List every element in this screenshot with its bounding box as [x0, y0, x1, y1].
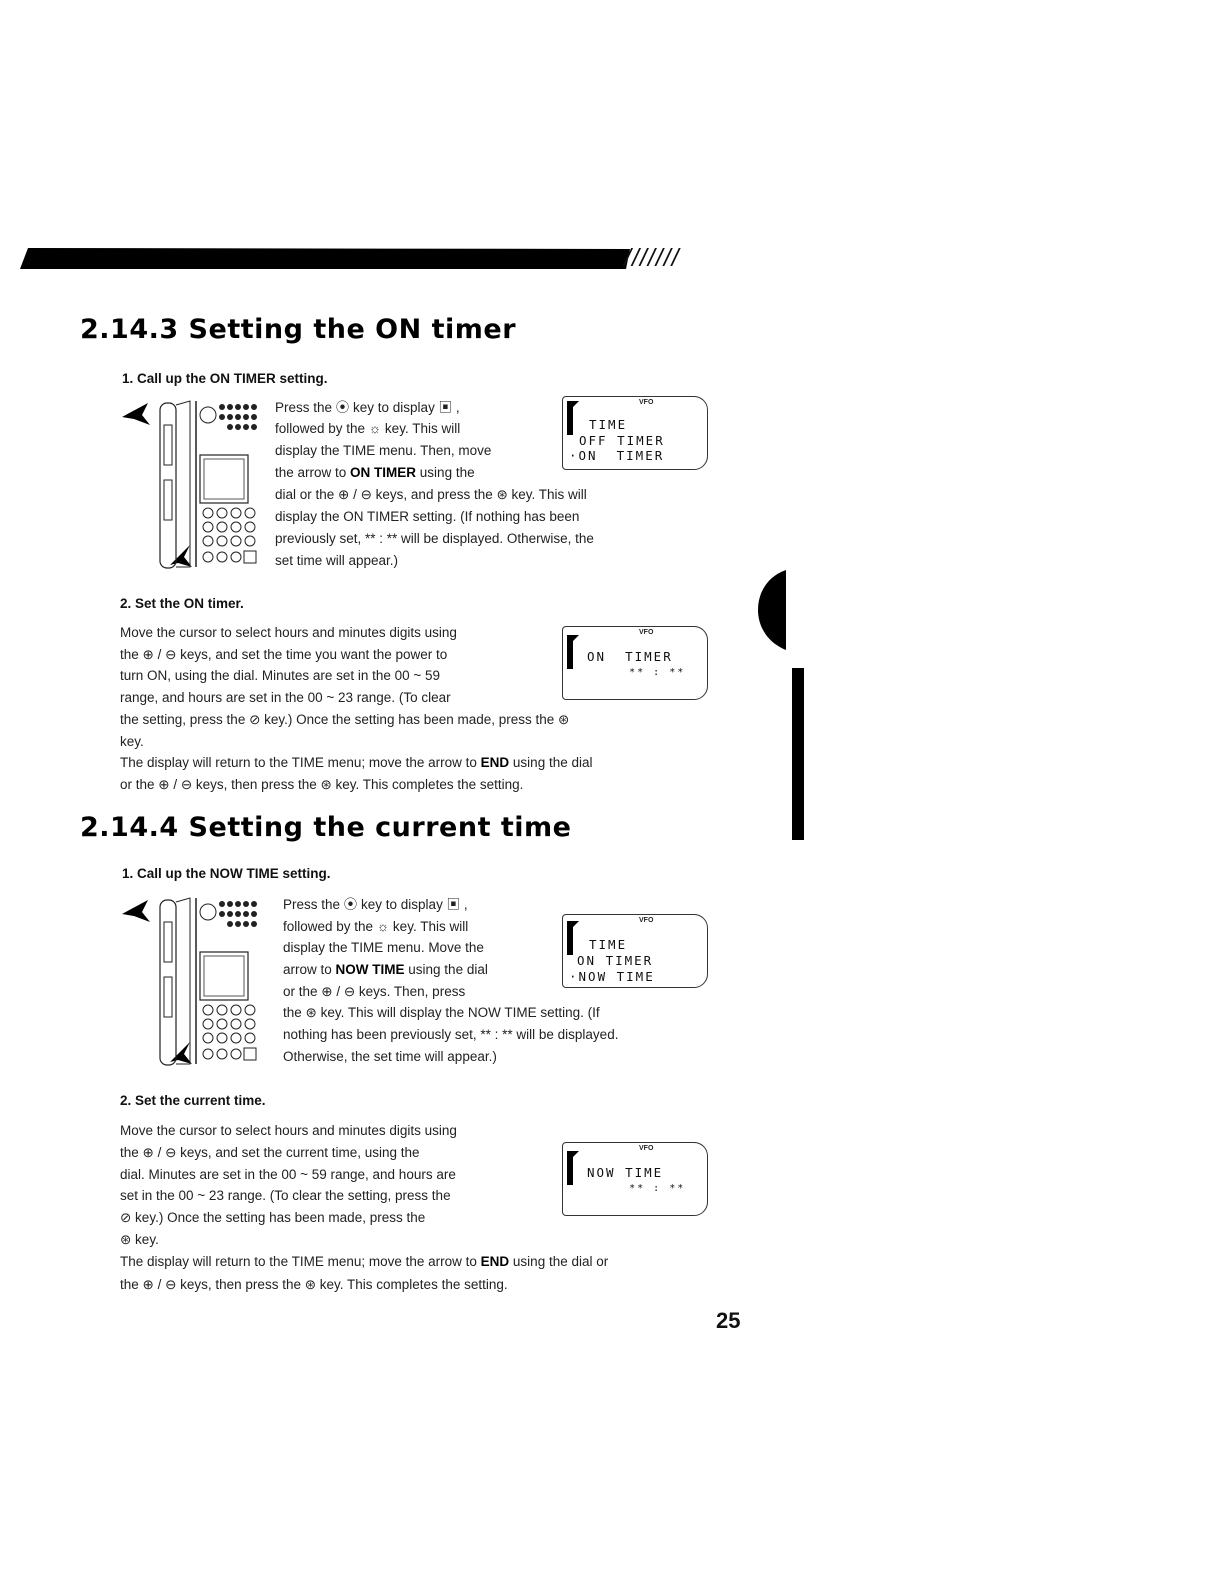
bold-term: END: [480, 1254, 510, 1269]
paragraph-line: The display will return to the TIME menu…: [120, 755, 593, 770]
bold-term: ON TIMER: [350, 465, 417, 480]
step-title: 2. Set the ON timer.: [120, 596, 244, 611]
vfo-indicator: VFO: [639, 399, 654, 406]
header-hatch: ///////: [624, 244, 680, 272]
paragraph-line: the ⊕ / ⊖ keys, then press the ⊛ key. Th…: [120, 1277, 508, 1292]
paragraph-line: range, and hours are set in the 00 ~ 23 …: [120, 690, 451, 705]
step-title: 2. Set the current time.: [120, 1093, 266, 1108]
paragraph-line: followed by the ☼ key. This will: [283, 919, 469, 934]
step-title: 1. Call up the ON TIMER setting.: [122, 371, 328, 386]
section-heading-on-timer: 2.14.3 Setting the ON timer: [80, 314, 517, 345]
paragraph-line: dial. Minutes are set in the 00 ~ 59 ran…: [120, 1167, 456, 1182]
lcd-display-on-timer: VFO ON TIMER ** : **: [562, 626, 708, 700]
paragraph-line: previously set, ** : ** will be displaye…: [275, 531, 594, 546]
scan-tab-marker: [758, 570, 788, 650]
paragraph-line: the ⊕ / ⊖ keys, and set the time you wan…: [120, 647, 448, 662]
paragraph-line: the ⊛ key. This will display the NOW TIM…: [283, 1005, 600, 1020]
lcd-line: TIME: [589, 417, 628, 432]
paragraph-line: display the ON TIMER setting. (If nothin…: [275, 509, 580, 524]
paragraph-line: display the TIME menu. Then, move: [275, 443, 492, 458]
radio-illustration: [120, 395, 260, 575]
bold-term: END: [480, 755, 510, 770]
lcd-line: ** : **: [581, 1183, 686, 1194]
paragraph-line: or the ⊕ / ⊖ keys. Then, press: [283, 984, 466, 999]
lcd-display-time-menu: VFO TIME OFF TIMER ·ON TIMER: [562, 396, 708, 470]
lcd-flag-icon: [567, 635, 579, 669]
paragraph-line: arrow to NOW TIME using the dial: [283, 962, 488, 977]
lcd-line: ·ON TIMER: [569, 448, 665, 463]
header-rule: [20, 248, 720, 270]
half-circle-tab-icon: [758, 570, 786, 650]
radio-drawing: [122, 400, 257, 569]
radio-illustration: [120, 892, 260, 1072]
paragraph-line: set in the 00 ~ 23 range. (To clear the …: [120, 1188, 451, 1203]
paragraph-line: key.: [120, 734, 144, 749]
paragraph-line: the setting, press the ⊘ key.) Once the …: [120, 712, 570, 727]
paragraph-line: Press the ⦿ key to display ▣ ,: [275, 400, 460, 415]
lcd-display-time-menu: VFO TIME ON TIMER ·NOW TIME: [562, 914, 708, 988]
lcd-line: ON TIMER: [577, 953, 654, 968]
vfo-indicator: VFO: [639, 917, 654, 924]
lcd-line: NOW TIME: [587, 1165, 664, 1180]
lcd-line: ** : **: [581, 667, 686, 678]
lcd-line: ·NOW TIME: [569, 969, 655, 984]
lcd-flag-icon: [567, 921, 579, 955]
paragraph-line: set time will appear.): [275, 553, 399, 568]
paragraph-line: dial or the ⊕ / ⊖ keys, and press the ⊛ …: [275, 487, 587, 502]
paragraph-line: followed by the ☼ key. This will: [275, 421, 461, 436]
paragraph-line: ⊘ key.) Once the setting has been made, …: [120, 1210, 426, 1225]
lcd-flag-icon: [567, 401, 579, 435]
section-heading-current-time: 2.14.4 Setting the current time: [80, 812, 572, 843]
lcd-flag-icon: [567, 1151, 579, 1185]
pointer-arrow-icon: [170, 545, 192, 567]
radio-drawing: [122, 897, 257, 1066]
paragraph-line: Otherwise, the set time will appear.): [283, 1049, 497, 1064]
paragraph-line: ⊛ key.: [120, 1232, 159, 1247]
pointer-arrow-icon: [122, 900, 150, 922]
pointer-arrow-icon: [170, 1042, 192, 1064]
paragraph-line: Press the ⦿ key to display ▣ ,: [283, 897, 468, 912]
pointer-arrow-icon: [122, 403, 150, 425]
lcd-line: OFF TIMER: [579, 433, 665, 448]
paragraph-line: the ⊕ / ⊖ keys, and set the current time…: [120, 1145, 420, 1160]
paragraph-line: Move the cursor to select hours and minu…: [120, 625, 457, 640]
paragraph-line: turn ON, using the dial. Minutes are set…: [120, 668, 441, 683]
vfo-indicator: VFO: [639, 629, 654, 636]
paragraph-line: Move the cursor to select hours and minu…: [120, 1123, 457, 1138]
vfo-indicator: VFO: [639, 1145, 654, 1152]
step-title: 1. Call up the NOW TIME setting.: [122, 866, 331, 881]
paragraph-line: or the ⊕ / ⊖ keys, then press the ⊛ key.…: [120, 777, 524, 792]
page-number: 25: [716, 1308, 741, 1333]
lcd-line: TIME: [589, 937, 628, 952]
lcd-line: ON TIMER: [587, 649, 673, 664]
paragraph-line: the arrow to ON TIMER using the: [275, 465, 475, 480]
bold-term: NOW TIME: [335, 962, 405, 977]
paragraph-line: nothing has been previously set, ** : **…: [283, 1027, 619, 1042]
scan-edge-bar: [792, 668, 804, 840]
lcd-display-now-time: VFO NOW TIME ** : **: [562, 1142, 708, 1216]
paragraph-line: display the TIME menu. Move the: [283, 940, 484, 955]
paragraph-line: The display will return to the TIME menu…: [120, 1254, 609, 1269]
header-rule-bar: [20, 248, 630, 269]
